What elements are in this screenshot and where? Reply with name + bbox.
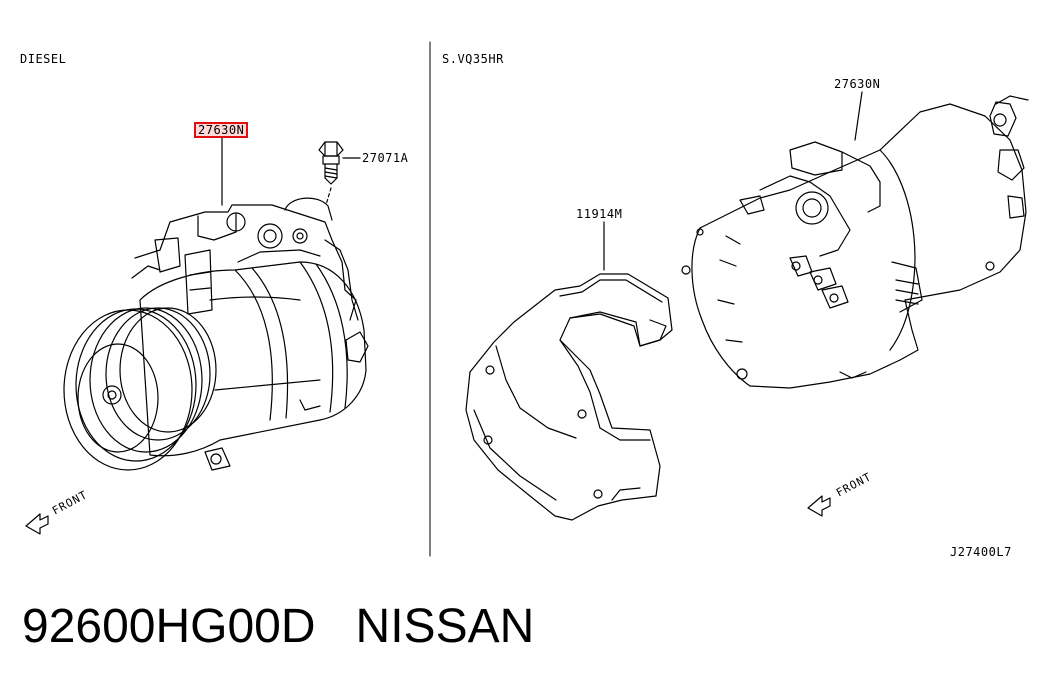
diagram-code: J27400L7 [950,545,1012,559]
part-caption: 92600HG00D NISSAN [22,598,534,656]
part-number: 92600HG00D [22,600,316,653]
brand-name: NISSAN [355,600,535,653]
panel-title-s-vq35hr: S.VQ35HR [442,52,504,66]
callout-11914m[interactable]: 11914M [576,207,623,221]
front-arrow-right [807,495,831,517]
leader-27630n-right [854,91,863,141]
diesel-compressor-drawing [25,136,369,535]
bolt-27071a-drawing [318,141,344,206]
vq35hr-drawing [465,91,1029,521]
panel-title-diesel: DIESEL [20,52,67,66]
front-arrow-left [25,513,49,535]
compressor-27630n-right-drawing [681,95,1029,389]
callout-27630n-right[interactable]: 27630N [834,77,881,91]
callout-27071a[interactable]: 27071A [362,151,409,165]
cover-11914m-drawing [465,273,673,521]
callout-27630n-highlighted[interactable]: 27630N [194,122,249,138]
